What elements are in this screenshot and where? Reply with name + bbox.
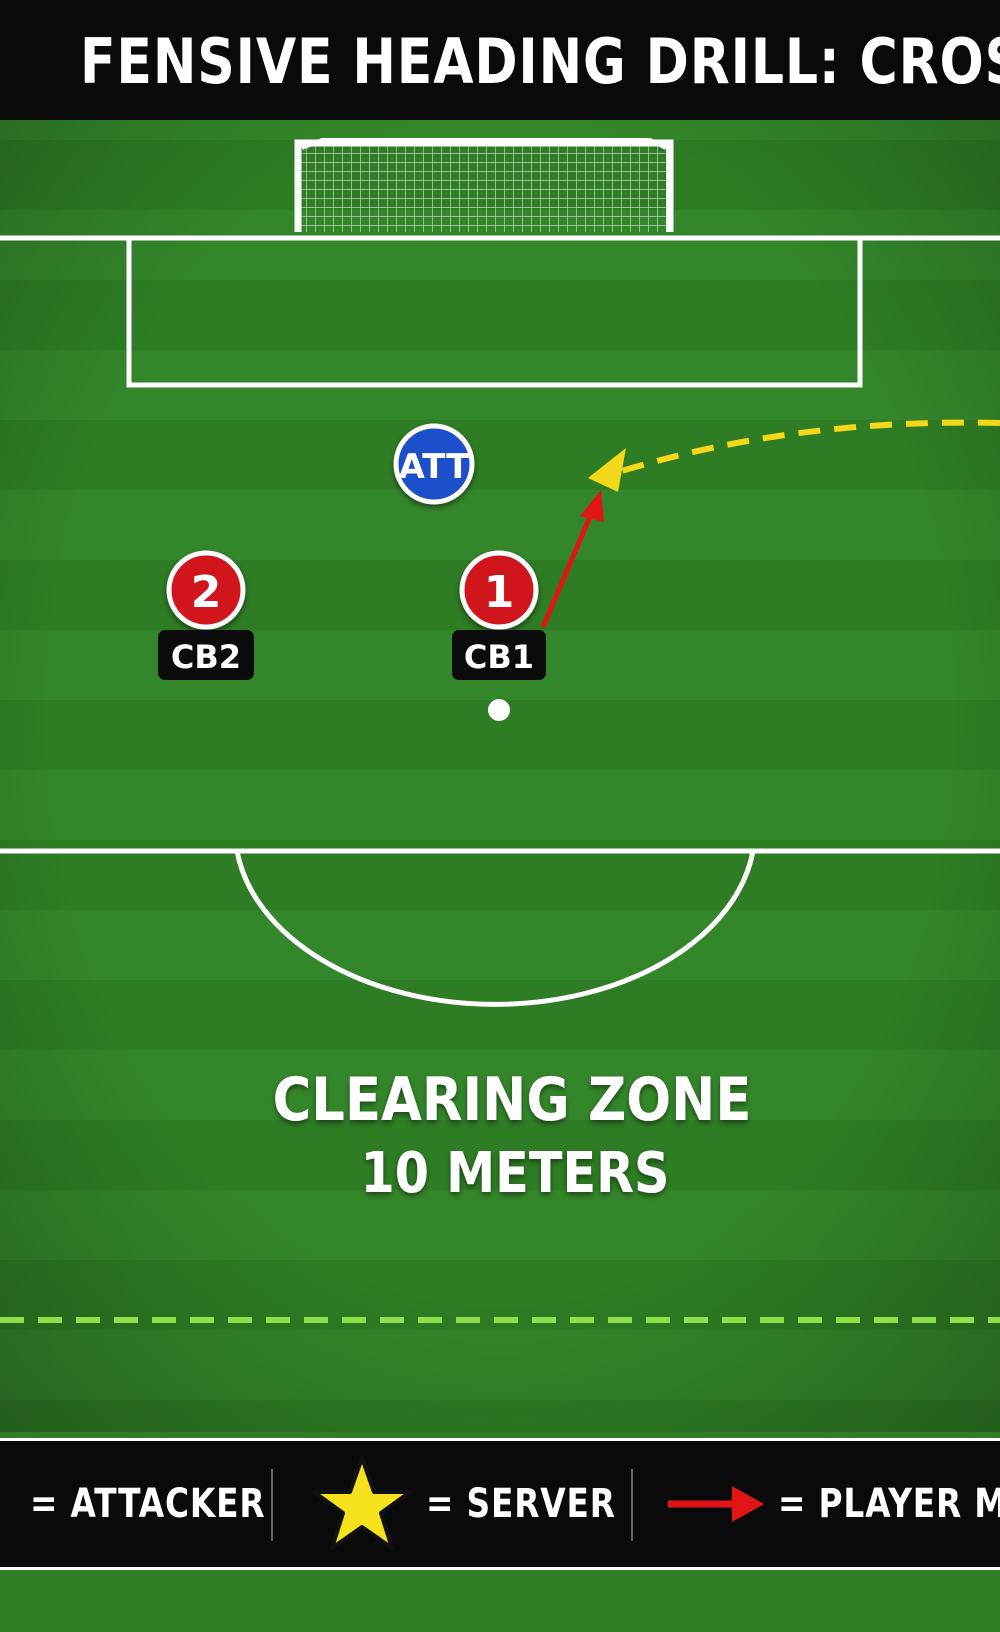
legend-divider bbox=[631, 1469, 633, 1541]
cb1-number: 1 bbox=[484, 567, 515, 618]
penalty-arc bbox=[234, 850, 756, 1007]
cb1-label: CB1 bbox=[464, 638, 534, 676]
legend: = ATTACKER = SERVER = PLAYER MOVEN bbox=[0, 1438, 1000, 1570]
title-bar: FENSIVE HEADING DRILL: CROSS & CLE bbox=[0, 0, 1000, 120]
clearing-zone-distance: 10 METERS bbox=[360, 1141, 669, 1206]
clearing-zone-title: CLEARING ZONE bbox=[273, 1066, 752, 1135]
bottom-grass bbox=[0, 1570, 1000, 1632]
player-movement-arrow bbox=[540, 490, 604, 628]
legend-divider bbox=[271, 1469, 273, 1541]
red-arrow-icon bbox=[668, 1486, 764, 1522]
legend-server-label: = SERVER bbox=[426, 1481, 616, 1527]
attacker-player: ATT bbox=[393, 423, 475, 505]
attacker-legend-icon bbox=[0, 1474, 6, 1534]
penalty-spot bbox=[488, 699, 510, 721]
legend-movement-label: = PLAYER MOVEN bbox=[778, 1481, 1000, 1527]
pitch: ATT 2 CB2 1 CB1 CLEARING ZONE 10 METERS bbox=[0, 120, 1000, 1432]
legend-server: = SERVER bbox=[310, 1441, 657, 1567]
cross-arrowhead bbox=[588, 448, 626, 492]
attacker-badge: ATT bbox=[399, 447, 471, 487]
legend-attacker: = ATTACKER bbox=[0, 1441, 317, 1567]
cb2-label: CB2 bbox=[171, 638, 241, 676]
pitch-diagram: ATT 2 CB2 1 CB1 CLEARING ZONE 10 METERS bbox=[0, 120, 1000, 1432]
defender-cb2: 2 CB2 bbox=[158, 550, 254, 680]
drill-title: FENSIVE HEADING DRILL: CROSS & CLE bbox=[80, 25, 1000, 98]
six-yard-box bbox=[126, 235, 863, 388]
defender-cb1: 1 CB1 bbox=[452, 550, 546, 680]
goal bbox=[294, 138, 674, 232]
legend-movement: = PLAYER MOVEN bbox=[666, 1441, 1000, 1567]
cb2-number: 2 bbox=[191, 567, 222, 618]
legend-attacker-label: = ATTACKER bbox=[30, 1481, 266, 1527]
cross-path bbox=[588, 419, 1000, 492]
star-icon bbox=[312, 1456, 412, 1550]
